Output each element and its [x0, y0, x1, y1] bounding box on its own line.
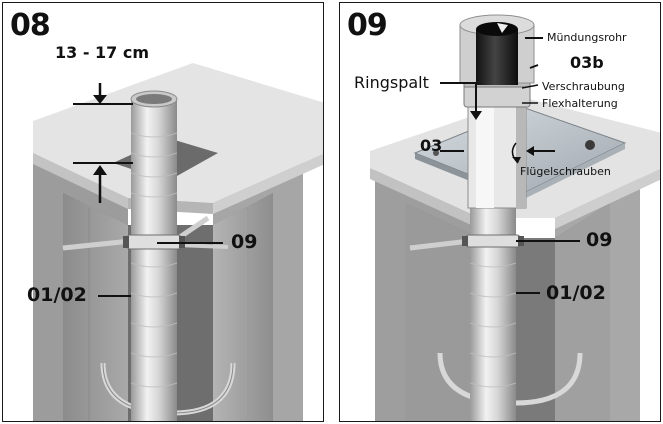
step-number-08: 08 [10, 8, 51, 43]
measure-label: 13 - 17 cm [55, 43, 150, 62]
flex-holder-label: Flexhalterung [542, 97, 618, 110]
panel-08: 08 13 - 17 cm 09 01/02 [2, 2, 324, 422]
clamp-label: 09 [231, 231, 258, 253]
clamp-label-09: 09 [586, 229, 613, 251]
mouth-pipe-label: Mündungsrohr [547, 31, 627, 44]
panel-08-illustration [33, 63, 323, 421]
panel-09-illustration [370, 14, 660, 421]
wing-screws-label: Flügelschrauben [520, 165, 611, 178]
screw-fitting-label: Verschraubung [542, 80, 625, 93]
pipe-label: 01/02 [27, 284, 87, 306]
panel-09: 09 Mündungsrohr 03b Verschraubung Flexha… [339, 2, 661, 422]
pipe-label-09: 01/02 [546, 282, 606, 304]
step-number-09: 09 [347, 8, 388, 43]
part-03b-label: 03b [570, 53, 604, 72]
part-03-label: 03 [420, 136, 443, 155]
ring-gap-label: Ringspalt [354, 73, 429, 92]
